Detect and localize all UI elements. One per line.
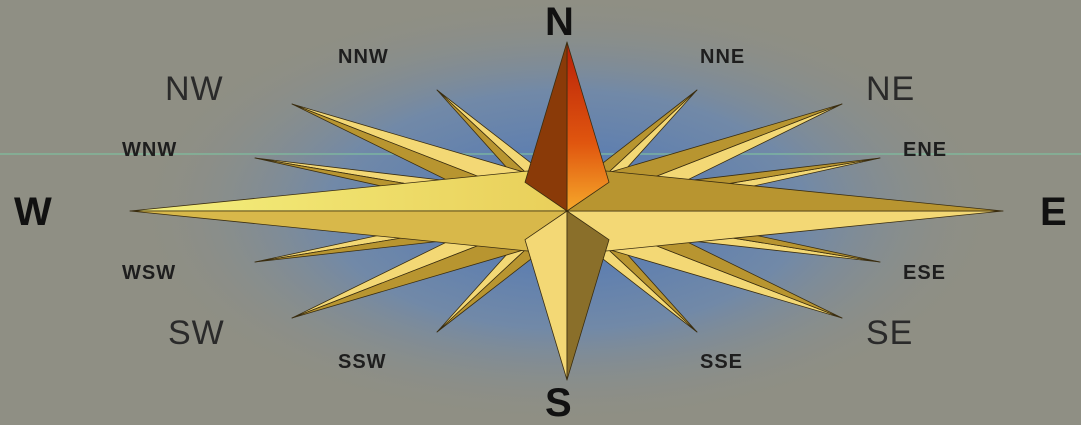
- label-southeast: SE: [866, 316, 913, 350]
- label-east-southeast: ESE: [903, 263, 946, 283]
- label-west: W: [14, 192, 52, 232]
- label-east: E: [1040, 192, 1067, 232]
- label-south-southwest: SSW: [338, 352, 387, 372]
- label-northwest: NW: [165, 72, 224, 106]
- label-north-northeast: NNE: [700, 47, 745, 67]
- label-south: S: [545, 383, 572, 423]
- label-west-southwest: WSW: [122, 263, 176, 283]
- label-southwest: SW: [168, 316, 225, 350]
- label-south-southeast: SSE: [700, 352, 743, 372]
- label-north-northwest: NNW: [338, 47, 389, 67]
- label-north: N: [545, 2, 574, 42]
- label-east-northeast: ENE: [903, 140, 947, 160]
- label-west-northwest: WNW: [122, 140, 177, 160]
- label-northeast: NE: [866, 72, 915, 106]
